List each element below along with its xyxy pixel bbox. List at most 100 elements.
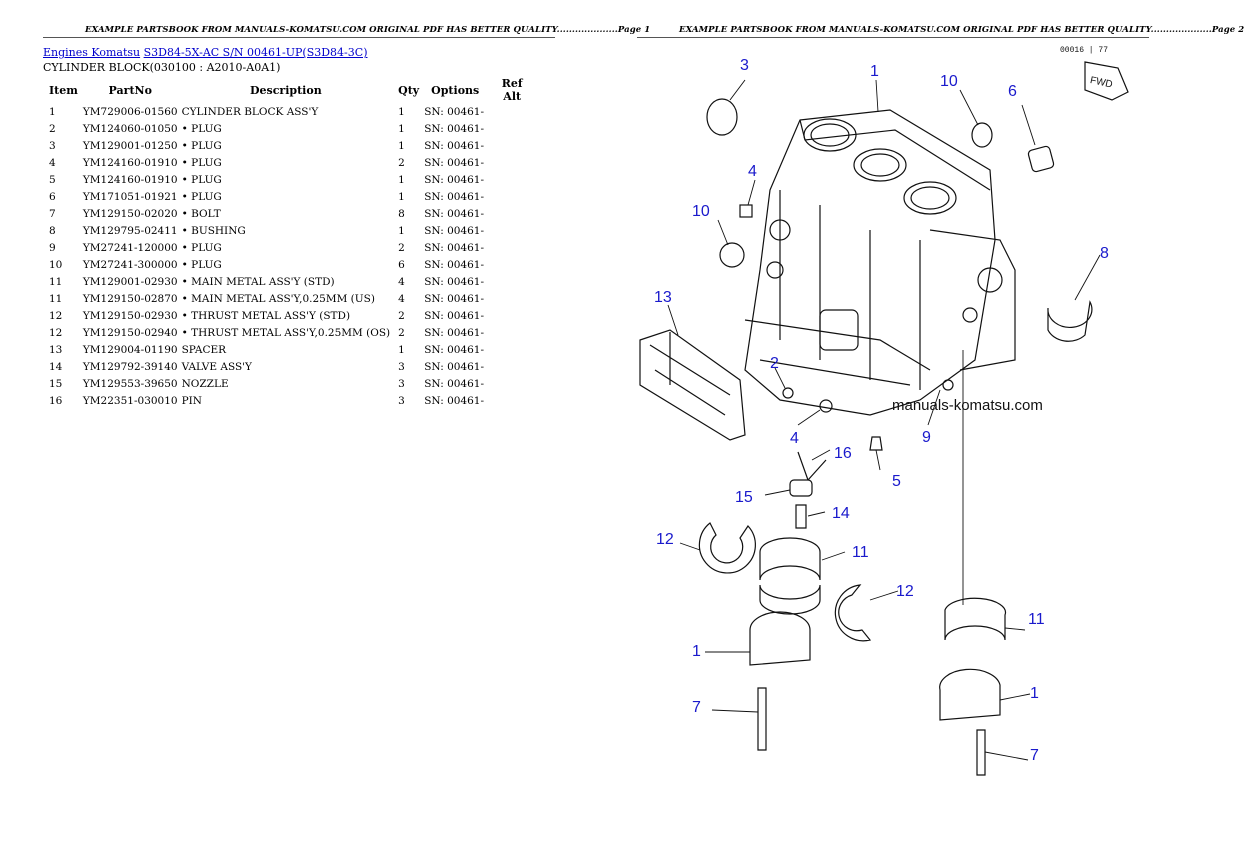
callout-number: 16 — [834, 445, 852, 462]
cell-ref-alt — [488, 171, 536, 188]
cell-item: 13 — [49, 343, 63, 356]
cell-description: • THRUST METAL ASS'Y (STD) — [181, 309, 351, 322]
callout-number: 15 — [735, 489, 753, 506]
cell-options: SN: 00461- — [424, 156, 485, 169]
cell-partno: YM27241-300000 — [82, 258, 178, 271]
cell-partno: YM124160-01910 — [82, 173, 178, 186]
cell-item: 1 — [49, 105, 56, 118]
cell-item: 11 — [49, 292, 63, 305]
callout-number: 7 — [692, 699, 701, 716]
spacer-drawing — [639, 329, 746, 441]
callout-number: 4 — [748, 163, 757, 180]
cell-partno: YM129150-02870 — [82, 292, 178, 305]
cell-ref-alt — [488, 205, 536, 222]
section-title: CYLINDER BLOCK(030100 : A2010-A0A1) — [43, 61, 281, 74]
cell-ref-alt — [488, 154, 536, 171]
figure-code: 00016 | 77 — [1060, 46, 1108, 55]
cell-ref-alt — [488, 256, 536, 273]
fwd-arrow-icon — [1084, 61, 1129, 101]
cell-ref-alt — [488, 273, 536, 290]
callout-number: 11 — [852, 544, 869, 561]
cell-item: 3 — [49, 139, 56, 152]
cell-partno: YM129001-01250 — [82, 139, 178, 152]
cell-description: PIN — [181, 394, 202, 407]
cell-partno: YM129795-02411 — [82, 224, 178, 237]
cell-partno: YM124060-01050 — [82, 122, 178, 135]
parts-table: Item PartNo Description Qty Options Ref … — [43, 77, 536, 409]
callout-number: 12 — [656, 531, 674, 548]
cell-ref-alt — [488, 392, 536, 409]
cell-options: SN: 00461- — [424, 122, 485, 135]
cell-qty: 4 — [398, 292, 405, 305]
callout-number: 14 — [832, 505, 850, 522]
callout-number: 12 — [896, 583, 914, 600]
breadcrumb-link-model[interactable]: S3D84-5X-AC S/N 00461-UP(S3D84-3C) — [143, 46, 368, 59]
cell-qty: 1 — [398, 224, 405, 237]
header-rule-right — [637, 37, 1149, 38]
bolt-left-drawing — [757, 687, 767, 751]
cell-qty: 2 — [398, 309, 405, 322]
watermark-text: manuals-komatsu.com — [892, 397, 1043, 414]
cell-qty: 8 — [398, 207, 405, 220]
pin-drawing — [797, 451, 827, 481]
cell-partno: YM129004-01190 — [82, 343, 178, 356]
cell-description: • PLUG — [181, 139, 222, 152]
fwd-label: FWD — [1089, 75, 1114, 90]
cell-item: 14 — [49, 360, 63, 373]
plug-10b-drawing — [719, 242, 745, 268]
cell-description: CYLINDER BLOCK ASS'Y — [181, 105, 319, 118]
callout-number: 7 — [1030, 747, 1039, 764]
callout-number: 10 — [940, 73, 958, 90]
cell-partno: YM124160-01910 — [82, 156, 178, 169]
cell-partno: YM129553-39650 — [82, 377, 178, 390]
cell-item: 11 — [49, 275, 63, 288]
bolt-right-drawing — [976, 729, 986, 776]
cell-ref-alt — [488, 324, 536, 341]
cell-ref-alt — [488, 341, 536, 358]
callout-number: 6 — [1008, 83, 1017, 100]
cell-qty: 1 — [398, 190, 405, 203]
cell-description: NOZZLE — [181, 377, 229, 390]
callout-number: 2 — [770, 355, 779, 372]
cell-qty: 1 — [398, 105, 405, 118]
cell-item: 7 — [49, 207, 56, 220]
cell-qty: 3 — [398, 394, 405, 407]
cell-options: SN: 00461- — [424, 377, 485, 390]
cell-partno: YM129150-02940 — [82, 326, 178, 339]
callout-number: 11 — [1028, 611, 1045, 628]
main-metal-right-drawing — [944, 597, 1007, 641]
page-header-right: EXAMPLE PARTSBOOK FROM MANUALS-KOMATSU.C… — [679, 25, 1244, 35]
callout-number: 1 — [1030, 685, 1039, 702]
cell-partno: YM129001-02930 — [82, 275, 178, 288]
thrust-metal-right-drawing — [834, 584, 872, 642]
cell-options: SN: 00461- — [424, 105, 485, 118]
cell-item: 12 — [49, 326, 63, 339]
cell-qty: 3 — [398, 360, 405, 373]
leader-lines — [667, 79, 1101, 761]
cell-ref-alt — [488, 307, 536, 324]
cell-options: SN: 00461- — [424, 275, 485, 288]
cell-options: SN: 00461- — [424, 394, 485, 407]
bearing-cap-left-drawing — [749, 611, 811, 666]
plug-4-drawing — [739, 204, 753, 218]
cell-options: SN: 00461- — [424, 173, 485, 186]
page-header-left: EXAMPLE PARTSBOOK FROM MANUALS-KOMATSU.C… — [85, 25, 651, 35]
cell-options: SN: 00461- — [424, 190, 485, 203]
callout-number: 4 — [790, 430, 799, 447]
thrust-metal-left-drawing — [698, 522, 756, 574]
breadcrumb-link-engines[interactable]: Engines Komatsu — [43, 46, 141, 59]
callout-number: 5 — [892, 473, 901, 490]
cell-description: • MAIN METAL ASS'Y,0.25MM (US) — [181, 292, 375, 305]
table-row: 11 YM129150-02870• MAIN METAL ASS'Y,0.25M… — [43, 290, 536, 307]
cell-qty: 6 — [398, 258, 405, 271]
